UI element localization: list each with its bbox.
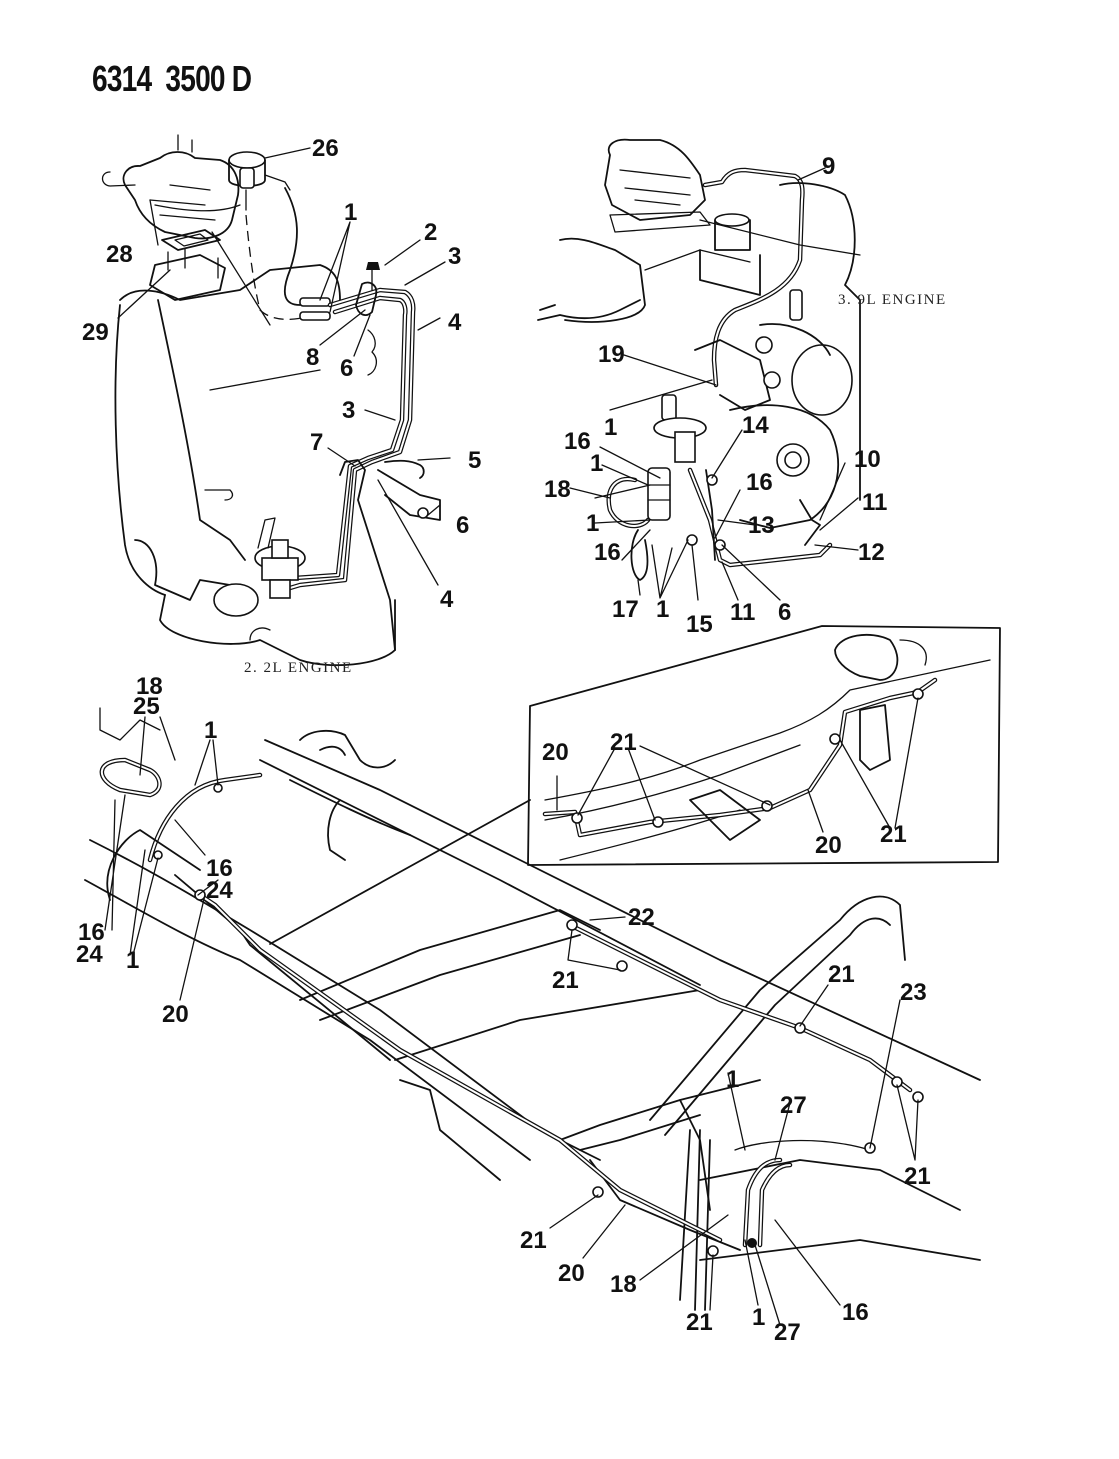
engine-3-9l-caption: 3. 9L ENGINE <box>838 292 947 308</box>
callout: 1 <box>590 450 603 477</box>
callouts-3-9l: 9 19 1 14 16 1 10 16 18 1 11 13 1 12 16 … <box>544 153 947 638</box>
callout: 1 <box>126 947 139 974</box>
callout: 11 <box>862 489 887 516</box>
callout: 21 <box>828 961 855 988</box>
callout: 20 <box>558 1260 585 1287</box>
callout: 6 <box>778 599 791 626</box>
callout: 1 <box>204 717 217 744</box>
callout: 26 <box>312 135 339 162</box>
callout: 19 <box>598 341 625 368</box>
callout: 1 <box>586 510 599 537</box>
callout: 21 <box>520 1227 547 1254</box>
callout: 16 <box>842 1299 869 1326</box>
callout: 16 <box>206 855 233 882</box>
callout: 15 <box>686 611 713 638</box>
leader-lines <box>104 147 919 1326</box>
callout: 6 <box>340 355 353 382</box>
callout: 16 <box>746 469 773 496</box>
callout: 29 <box>82 319 109 346</box>
fuel-pump-2-2l <box>254 517 306 599</box>
callouts-inset: 20 21 20 21 <box>542 729 907 859</box>
callout: 10 <box>854 446 881 473</box>
callout: 16 <box>78 919 105 946</box>
document-id: 6314 3500 D <box>92 58 252 99</box>
callout: 13 <box>748 512 775 539</box>
callout: 7 <box>310 429 323 456</box>
callout: 20 <box>542 739 569 766</box>
callout: 24 <box>206 877 233 904</box>
engine-2-2l-illustration <box>101 134 441 667</box>
callout: 25 <box>133 693 160 720</box>
callout: 23 <box>900 979 927 1006</box>
callout: 16 <box>594 539 621 566</box>
callout: 20 <box>162 1001 189 1028</box>
callout: 8 <box>306 344 319 371</box>
callout: 1 <box>604 414 617 441</box>
callout: 14 <box>742 412 769 439</box>
callout: 21 <box>904 1163 931 1190</box>
callout: 18 <box>136 673 163 700</box>
callout: 22 <box>628 904 655 931</box>
callout: 11 <box>730 599 755 626</box>
carburetor-2-2l <box>101 134 241 240</box>
callout: 27 <box>780 1092 807 1119</box>
callout: 21 <box>686 1309 713 1336</box>
callout: 21 <box>552 967 579 994</box>
engine-3-9l-illustration <box>537 138 861 581</box>
callout: 16 <box>564 428 591 455</box>
callout: 3 <box>448 243 461 270</box>
fuel-filter-housing <box>228 151 291 211</box>
callouts-2-2l: 26 1 2 3 28 29 8 6 4 3 7 5 6 4 2. 2L ENG… <box>82 135 481 676</box>
callout: 18 <box>544 476 571 503</box>
callout: 1 <box>726 1066 739 1093</box>
callout: 20 <box>815 832 842 859</box>
callout: 1 <box>752 1304 765 1331</box>
callout: 9 <box>822 153 835 180</box>
callout: 4 <box>440 586 454 613</box>
chassis-illustration <box>84 707 981 1311</box>
callouts-chassis: 18 25 1 16 24 16 24 1 20 22 21 21 23 1 2… <box>76 673 931 1346</box>
callout: 28 <box>106 241 133 268</box>
callout: 2 <box>424 219 437 246</box>
callout: 4 <box>448 309 462 336</box>
callout: 24 <box>76 941 103 968</box>
callout: 5 <box>468 447 481 474</box>
callout: 21 <box>610 729 637 756</box>
callout: 6 <box>456 512 469 539</box>
callout: 3 <box>342 397 355 424</box>
callout: 17 <box>612 596 639 623</box>
callout: 1 <box>656 596 669 623</box>
callout: 18 <box>610 1271 637 1298</box>
callout: 21 <box>880 821 907 848</box>
engine-2-2l-caption: 2. 2L ENGINE <box>244 660 353 676</box>
detail-inset-frame <box>269 625 1001 945</box>
callout: 1 <box>344 199 357 226</box>
callout: 12 <box>858 539 885 566</box>
callout: 27 <box>774 1319 801 1346</box>
gasket <box>161 229 221 251</box>
